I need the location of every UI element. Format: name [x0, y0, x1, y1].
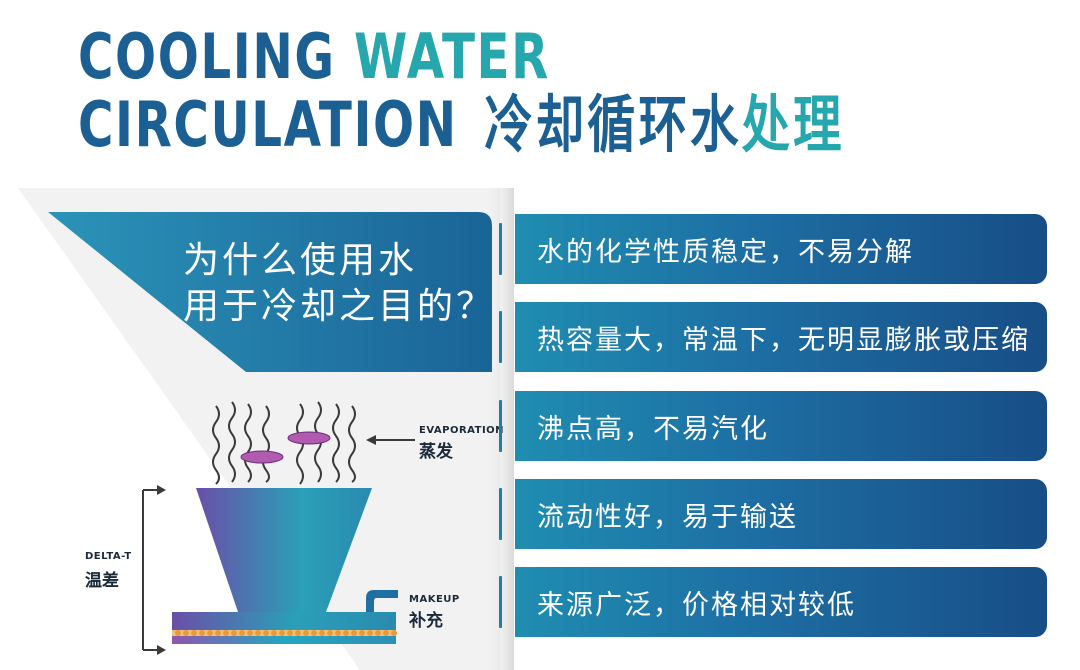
reason-text: 沸点高，不易汽化: [537, 413, 769, 445]
reason-panel: 热容量大，常温下，无明显膨胀或压缩: [515, 302, 1047, 372]
title-chinese-part2: 处理: [741, 88, 845, 161]
panel-separator: [499, 223, 502, 275]
title-word-water: WATER: [354, 20, 550, 93]
delta-t-arrow-bottom: [157, 645, 166, 655]
reason-panel: 流动性好，易于输送: [515, 479, 1047, 549]
question-line-1: 为什么使用水: [183, 240, 418, 281]
panel-separator: [499, 576, 502, 628]
evaporation-arrow: [366, 435, 415, 445]
makeup-label-cn: 补充: [409, 611, 443, 631]
basin-water: [172, 634, 396, 644]
title-word-cooling: COOLING: [78, 20, 336, 93]
makeup-label-en: MAKEUP: [409, 594, 460, 605]
reason-text: 热容量大，常温下，无明显膨胀或压缩: [537, 324, 1030, 356]
reason-panel: 来源广泛，价格相对较低: [515, 567, 1047, 637]
question-banner: [48, 212, 492, 372]
droplet-icon: [240, 450, 284, 464]
cooling-tower-body: [196, 488, 372, 612]
reason-text: 来源广泛，价格相对较低: [537, 589, 856, 621]
evaporation-label-cn: 蒸发: [419, 442, 453, 462]
delta-t-bracket: [142, 489, 160, 651]
reason-panel: 沸点高，不易汽化: [515, 391, 1047, 461]
title-chinese-part1: 冷却循环水: [484, 88, 742, 161]
title-line-1: COOLING WATER: [78, 24, 550, 90]
panel-separator: [499, 311, 502, 363]
panel-separator: [499, 488, 502, 540]
makeup-pipe-icon: [366, 590, 398, 612]
delta-t-label-en: DELTA-T: [85, 551, 132, 562]
reason-panel: 水的化学性质稳定，不易分解: [515, 214, 1047, 284]
panel-separator: [499, 400, 502, 452]
question-line-2: 用于冷却之目的？: [183, 286, 496, 327]
reason-text: 水的化学性质稳定，不易分解: [537, 236, 914, 268]
title-word-circulation: CIRCULATION: [78, 88, 458, 161]
reason-text: 流动性好，易于输送: [537, 501, 798, 533]
delta-t-arrow-top: [157, 485, 166, 495]
basin-water-dots: [175, 630, 397, 636]
cooling-tower-basin: [172, 612, 396, 634]
question-text: 为什么使用水 用于冷却之目的？: [183, 238, 495, 330]
delta-t-label-cn: 温差: [85, 571, 119, 591]
droplet-icon: [287, 431, 331, 445]
evaporation-label-en: EVAPORATION: [419, 425, 505, 436]
